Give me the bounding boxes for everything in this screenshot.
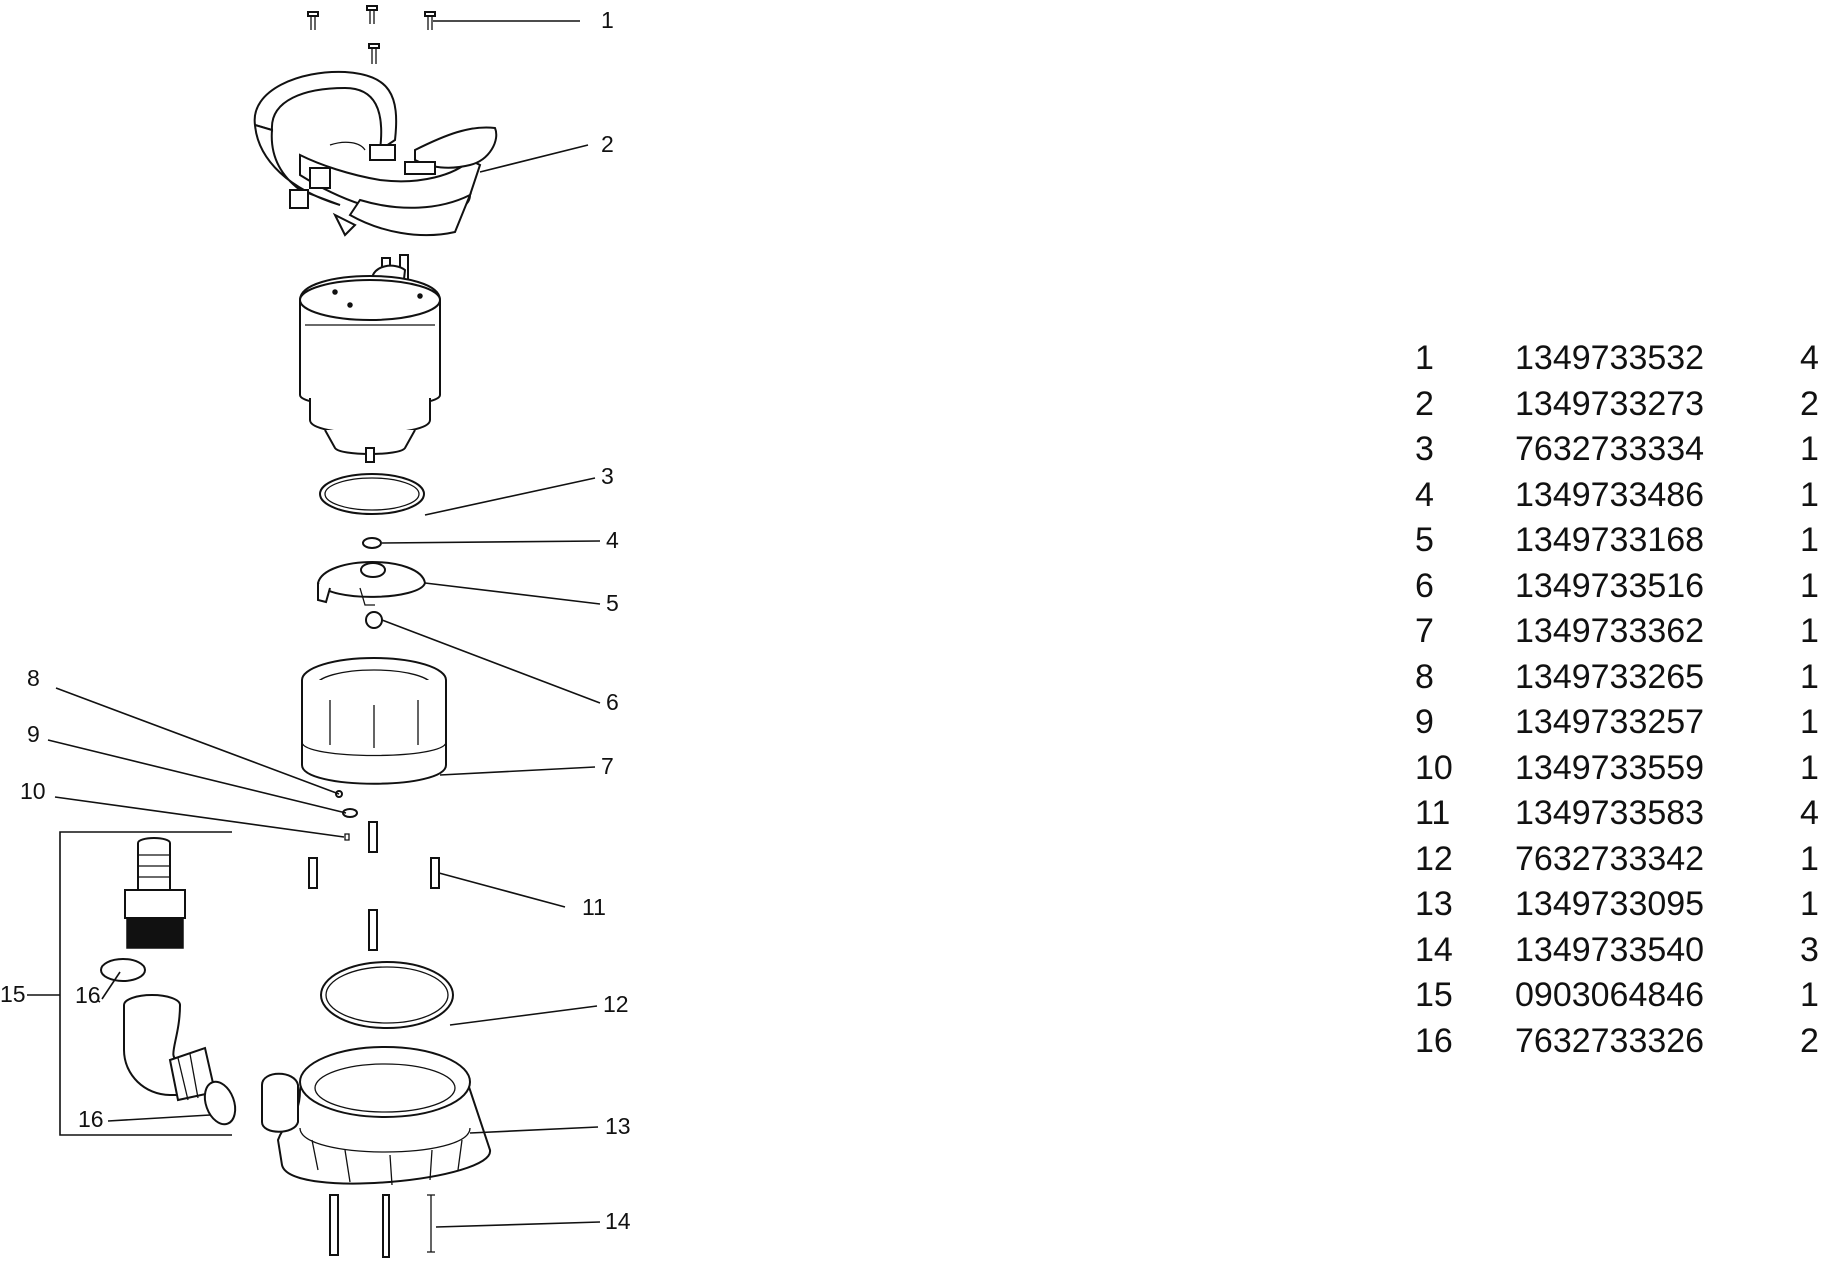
long-screws: [308, 821, 440, 951]
fitting-o-ring-lower: [203, 1080, 237, 1126]
part-position: 16: [1415, 1021, 1453, 1060]
washer: [362, 537, 382, 549]
motor: [299, 254, 441, 463]
part-position: 2: [1415, 384, 1434, 423]
callout-14: 14: [605, 1208, 631, 1234]
o-ring: [319, 473, 425, 515]
part-quantity: 1: [1800, 475, 1819, 514]
bottom-screws: [329, 1194, 435, 1258]
callout-9: 9: [27, 721, 40, 747]
impeller: [316, 561, 427, 606]
part-position: 6: [1415, 566, 1434, 605]
part-quantity: 1: [1800, 521, 1819, 559]
pump-base: [261, 1046, 492, 1186]
part-number: 7632733326: [1515, 1021, 1705, 1060]
part-position: 12: [1415, 839, 1453, 878]
large-o-ring: [320, 961, 454, 1029]
part-quantity: 2: [1800, 1021, 1819, 1060]
callout-labels: 1 2 3 4 5 6 7 8 9 10 11 12 13 14 15 16 1…: [0, 7, 631, 1234]
part-number: 1349733257: [1515, 703, 1705, 741]
callout-7: 7: [601, 753, 614, 779]
part-position: 13: [1415, 885, 1453, 923]
part-quantity: 1: [1800, 566, 1819, 605]
part-number: 1349733486: [1515, 475, 1705, 514]
callout-8: 8: [27, 665, 40, 691]
nut: [365, 611, 383, 629]
part-quantity: 1: [1800, 430, 1819, 468]
callout-16-upper: 16: [75, 982, 101, 1008]
part-number: 1349733540: [1515, 930, 1705, 969]
callout-11: 11: [582, 894, 606, 920]
part-position: 3: [1415, 430, 1434, 468]
part-number: 1349733265: [1515, 657, 1705, 696]
part-quantity: 1: [1800, 885, 1819, 923]
elbow-fitting: [123, 994, 217, 1102]
part-number: 1349733532: [1515, 339, 1705, 377]
part-quantity: 2: [1800, 384, 1819, 423]
callout-5: 5: [606, 590, 619, 616]
part-quantity: 4: [1800, 794, 1819, 832]
part-quantity: 1: [1800, 657, 1819, 696]
part-number: 7632733342: [1515, 839, 1705, 878]
part-quantity: 3: [1800, 930, 1819, 969]
callout-2: 2: [601, 131, 614, 157]
part-position: 4: [1415, 475, 1434, 514]
part-number: 1349733362: [1515, 612, 1705, 650]
callout-13: 13: [605, 1113, 631, 1139]
part-quantity: 4: [1800, 339, 1819, 377]
callout-6: 6: [606, 689, 619, 715]
top-screws: [307, 5, 436, 64]
part-quantity: 1: [1800, 703, 1819, 741]
part-quantity: 1: [1800, 839, 1819, 878]
part-quantity: 1: [1800, 748, 1819, 787]
part-position: 1: [1415, 339, 1434, 377]
callout-15: 15: [0, 981, 26, 1007]
pump-chamber: [301, 657, 447, 785]
callout-12: 12: [603, 991, 629, 1017]
part-number: 1349733516: [1515, 566, 1705, 605]
hose-fitting-group-bracket: [59, 831, 232, 1136]
hose-connector: [124, 837, 186, 949]
small-pin: [344, 833, 350, 841]
fitting-o-ring-upper: [100, 958, 146, 982]
part-number: 1349733168: [1515, 521, 1705, 559]
part-number: 1349733583: [1515, 794, 1705, 832]
part-number: 1349733559: [1515, 748, 1705, 787]
callout-4: 4: [606, 527, 619, 553]
part-position: 5: [1415, 521, 1434, 559]
part-position: 8: [1415, 657, 1434, 696]
part-number: 0903064846: [1515, 976, 1705, 1014]
callout-3: 3: [601, 463, 614, 489]
handle-cover: [253, 70, 498, 237]
callout-1: 1: [601, 7, 614, 33]
part-position: 15: [1415, 976, 1453, 1014]
part-quantity: 1: [1800, 976, 1819, 1014]
callout-16-lower: 16: [78, 1106, 104, 1132]
part-number: 1349733095: [1515, 885, 1705, 923]
part-position: 14: [1415, 930, 1453, 969]
part-position: 11: [1415, 794, 1451, 832]
part-quantity: 1: [1800, 612, 1819, 650]
part-number: 1349733273: [1515, 384, 1705, 423]
part-position: 10: [1415, 748, 1453, 787]
part-number: 7632733334: [1515, 430, 1705, 468]
part-position: 9: [1415, 703, 1434, 741]
leader-lines: [27, 20, 601, 1228]
callout-10: 10: [20, 778, 46, 804]
part-position: 7: [1415, 612, 1434, 650]
